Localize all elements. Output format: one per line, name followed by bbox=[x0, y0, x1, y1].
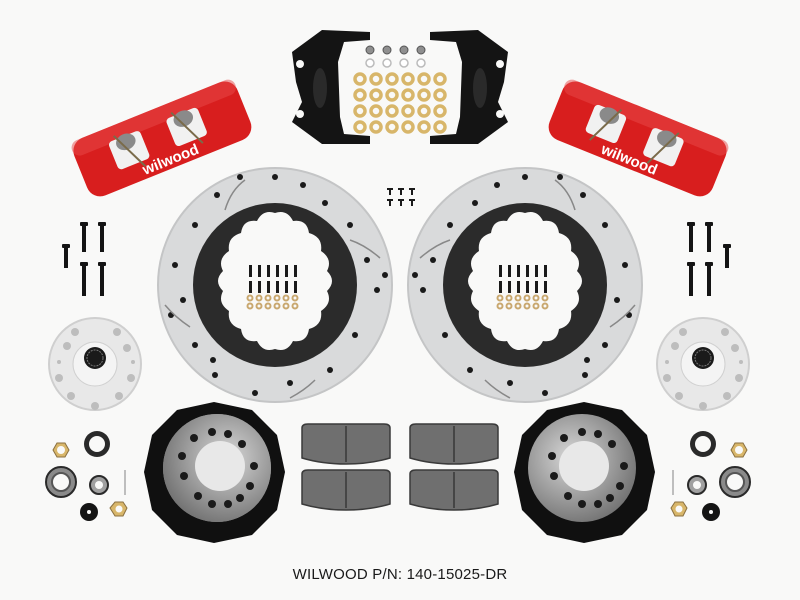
part-number-caption: WILWOOD P/N: 140-15025-DR bbox=[292, 566, 508, 583]
rotor-hat-left bbox=[142, 400, 287, 545]
rotor-left bbox=[155, 165, 395, 405]
caliper-mount-bolts-left bbox=[60, 218, 120, 300]
bearing-seal-kit-right bbox=[665, 430, 755, 530]
small-screws bbox=[386, 188, 416, 208]
caliper-bracket-right bbox=[428, 22, 518, 152]
hub-right bbox=[655, 316, 751, 412]
rotor-right bbox=[405, 165, 645, 405]
caliper-bracket-left bbox=[282, 22, 372, 152]
caliper-right: wilwood bbox=[538, 78, 738, 198]
shim-washer-set bbox=[350, 45, 450, 135]
caliper-mount-bolts-right bbox=[685, 218, 745, 300]
hub-left bbox=[47, 316, 143, 412]
caliper-left: wilwood bbox=[62, 78, 262, 198]
bearing-seal-kit-left bbox=[45, 430, 135, 530]
rotor-hat-right bbox=[512, 400, 657, 545]
brake-pads bbox=[300, 422, 500, 512]
